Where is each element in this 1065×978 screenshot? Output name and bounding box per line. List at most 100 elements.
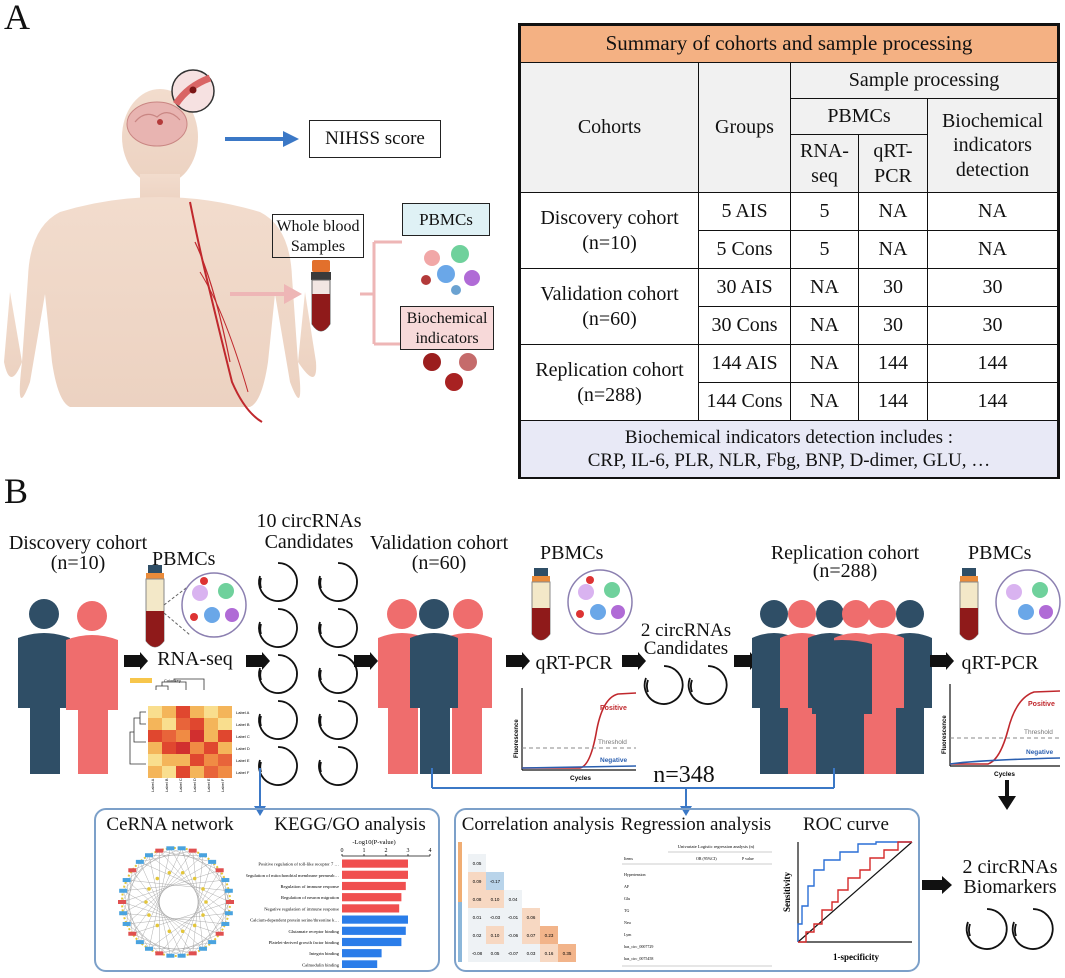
circrna-icon <box>318 700 358 740</box>
table-cell: 30 <box>858 268 928 307</box>
svg-text:Items: Items <box>624 856 633 861</box>
correlation-value: 0.02 <box>473 933 482 938</box>
table-cell: 144 Cons <box>698 382 791 421</box>
svg-text:Univariate Logistic regression: Univariate Logistic regression analysis … <box>678 844 755 849</box>
arrow-icon <box>622 652 646 670</box>
axis-tick-label: 2 <box>385 848 388 854</box>
network-node <box>155 923 160 928</box>
network-node <box>122 878 131 883</box>
heatmap-label: Label A <box>150 778 155 792</box>
network-node <box>201 913 205 917</box>
heatmap-label: Label F <box>220 778 225 792</box>
table-cell: NA <box>790 306 859 345</box>
kegg-bar <box>342 904 400 913</box>
rnaseq-label: RNA-seq <box>157 648 233 670</box>
table-cell: 5 Cons <box>698 230 791 269</box>
correlation-cell <box>522 908 540 926</box>
validation-label: Validation cohort <box>369 532 509 554</box>
header-cohorts: Cohorts <box>520 62 699 193</box>
panel-b-letter: B <box>4 471 29 511</box>
circrna-icon <box>258 562 298 602</box>
network-node <box>167 870 172 875</box>
arrow-icon <box>922 876 952 894</box>
correlation-cell <box>504 908 522 926</box>
network-node <box>177 953 186 958</box>
qpcr-curve-chart: Positive Threshold Negative Cycles Fluor… <box>514 688 637 782</box>
network-node <box>119 888 128 893</box>
network-node <box>155 848 164 853</box>
correlation-value: 0.35 <box>563 951 572 956</box>
circrna-icon <box>258 654 298 694</box>
arrow-icon <box>124 652 148 670</box>
nihss-score-box: NIHSS score <box>309 120 441 158</box>
network-node <box>199 946 207 951</box>
cohort-discovery: Discovery cohort (n=10) <box>520 192 699 269</box>
correlation-value: 0.05 <box>491 951 500 956</box>
header-qrtpcr: qRT-PCR <box>858 134 928 193</box>
heatmap-label: Label C <box>236 734 250 739</box>
table-cell: 144 <box>858 344 928 383</box>
network-node <box>119 911 128 916</box>
correlation-cell <box>468 944 486 962</box>
table-cell: 144 <box>927 382 1058 421</box>
svg-text:Positive: Positive <box>600 705 627 712</box>
candidates-2-label: 2 circRNAs <box>640 620 732 641</box>
network-node <box>128 868 137 873</box>
correlation-cell <box>468 908 486 926</box>
network-node <box>215 868 224 873</box>
arrow-icon <box>506 652 530 670</box>
network-node <box>145 853 153 858</box>
kegg-bar <box>342 949 382 958</box>
svg-text:Cycles: Cycles <box>570 775 591 782</box>
kegg-bar <box>342 960 378 968</box>
header-biochem: Biochemical indicators detection <box>927 98 1058 193</box>
network-node <box>188 848 197 853</box>
heatmap-cell <box>218 718 232 730</box>
whole-blood-box: Whole blood Samples <box>272 214 364 258</box>
heatmap-cell <box>162 766 176 778</box>
svg-text:Sensitivity: Sensitivity <box>782 872 792 913</box>
regression-row-label: Lym <box>624 932 632 937</box>
table-cell: 144 <box>927 344 1058 383</box>
cerna-title: CeRNA network <box>106 814 234 835</box>
cohort-replication: Replication cohort (n=288) <box>520 344 699 421</box>
correlation-value: 0.05 <box>473 861 482 866</box>
correlation-cell <box>468 890 486 908</box>
heatmap-cell <box>218 706 232 718</box>
table-cell: 30 Cons <box>698 306 791 345</box>
correlation-cell <box>558 944 576 962</box>
network-node <box>221 921 230 926</box>
svg-text:Cycles: Cycles <box>994 771 1015 778</box>
biochemical-spheres-icon <box>423 353 477 391</box>
table-cell: NA <box>790 344 859 383</box>
correlation-value: 0.06 <box>527 915 536 920</box>
network-node <box>144 900 148 904</box>
svg-text:Negative: Negative <box>1026 749 1053 756</box>
correlation-cell <box>468 926 486 944</box>
table-cell: NA <box>927 192 1058 231</box>
discovery-people-icon <box>18 599 118 774</box>
table-cell: 30 <box>858 306 928 345</box>
regression-row-label: AF <box>624 884 630 889</box>
heatmap-cell <box>162 754 176 766</box>
kegg-bar <box>342 915 408 924</box>
circrna-icon <box>318 562 358 602</box>
kegg-term-label: Positive regulation of toll-like recepto… <box>258 862 339 867</box>
network-node <box>155 876 160 881</box>
replication-people-icon <box>752 600 932 774</box>
heatmap-cell <box>204 730 218 742</box>
heatmap-cell <box>218 766 232 778</box>
roc-title: ROC curve <box>802 814 889 835</box>
heatmap-cell <box>162 730 176 742</box>
circrna-icon <box>258 700 298 740</box>
down-arrow-icon <box>998 780 1016 810</box>
network-node <box>199 853 207 858</box>
network-node <box>147 887 151 891</box>
network-node <box>118 900 126 904</box>
correlation-cell <box>504 890 522 908</box>
network-node <box>204 900 208 904</box>
heatmap-cell <box>148 742 162 754</box>
